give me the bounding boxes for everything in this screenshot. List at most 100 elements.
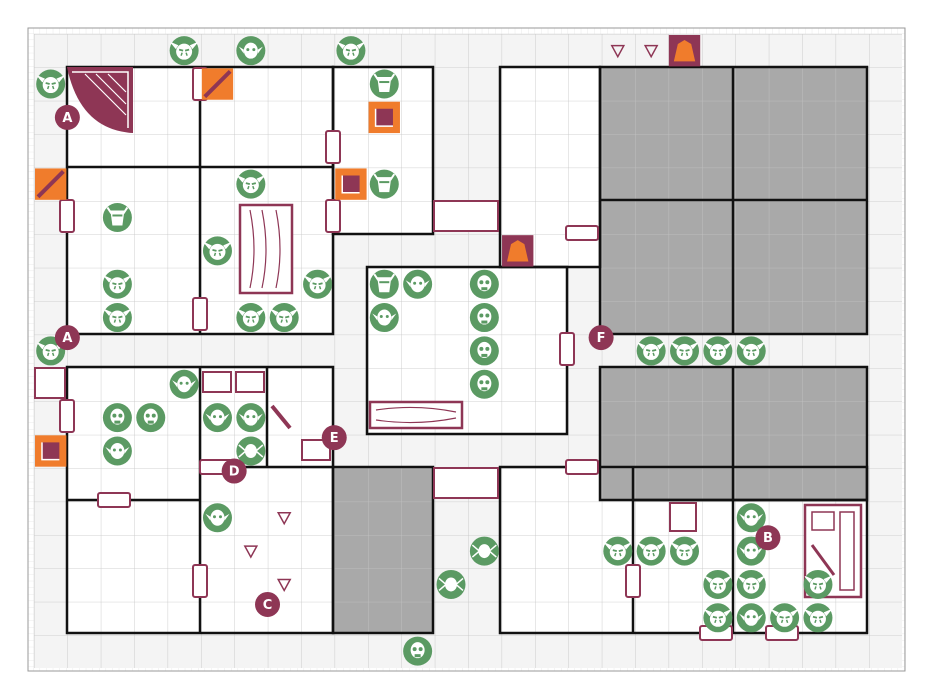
goblin-icon[interactable] xyxy=(403,269,433,299)
room-marker-label: B xyxy=(763,531,773,546)
secret-door xyxy=(565,225,599,241)
room-marker-label: F xyxy=(597,331,606,346)
chest-tile xyxy=(301,439,331,461)
orc-icon[interactable] xyxy=(636,336,666,366)
orc-icon[interactable] xyxy=(336,36,366,66)
room-marker-label: C xyxy=(263,598,273,613)
door xyxy=(192,297,208,331)
spear-trap-icon xyxy=(201,68,234,100)
skeleton-icon[interactable] xyxy=(469,369,499,399)
skeleton-icon[interactable] xyxy=(403,636,433,666)
doors xyxy=(59,67,799,641)
wall xyxy=(331,465,435,635)
orc-icon[interactable] xyxy=(670,536,700,566)
chest-tile xyxy=(202,371,232,393)
orc-icon[interactable] xyxy=(603,536,633,566)
chaos-warrior-icon[interactable] xyxy=(369,69,399,99)
falling-rock-icon xyxy=(668,35,701,67)
orc-icon[interactable] xyxy=(202,236,232,266)
orc-icon[interactable] xyxy=(703,336,733,366)
chest-tile xyxy=(235,371,265,393)
skeleton-icon[interactable] xyxy=(102,403,132,433)
orc-icon[interactable] xyxy=(36,69,66,99)
orc-icon[interactable] xyxy=(102,269,132,299)
chaos-warrior-icon[interactable] xyxy=(369,269,399,299)
goblin-icon[interactable] xyxy=(236,403,266,433)
skeleton-icon[interactable] xyxy=(469,303,499,333)
room-marker-a[interactable]: A xyxy=(54,104,80,130)
orc-icon[interactable] xyxy=(703,569,733,599)
room-marker-d[interactable]: D xyxy=(221,458,247,484)
orc-icon[interactable] xyxy=(636,536,666,566)
goblin-icon[interactable] xyxy=(202,503,232,533)
goblin-icon[interactable] xyxy=(736,603,766,633)
goblin-icon[interactable] xyxy=(202,403,232,433)
goblin-icon[interactable] xyxy=(169,369,199,399)
hidden-trap-triangle-icon xyxy=(643,44,659,59)
goblin-icon[interactable] xyxy=(736,503,766,533)
orc-icon[interactable] xyxy=(169,36,199,66)
rubble-block xyxy=(433,200,499,232)
room-marker-c[interactable]: C xyxy=(255,591,281,617)
room-marker-label: E xyxy=(330,431,339,446)
door xyxy=(59,199,75,233)
goblin-icon[interactable] xyxy=(102,436,132,466)
walls xyxy=(65,65,869,635)
door xyxy=(325,130,341,164)
room-marker-f[interactable]: F xyxy=(588,325,614,351)
skeleton-icon[interactable] xyxy=(469,336,499,366)
goblin-icon[interactable] xyxy=(369,303,399,333)
orc-icon[interactable] xyxy=(236,169,266,199)
rubble-block xyxy=(34,367,66,399)
bench-tile xyxy=(368,400,464,430)
door xyxy=(97,492,131,508)
goblin-icon[interactable] xyxy=(236,36,266,66)
room-marker-label: D xyxy=(229,465,240,480)
orc-icon[interactable] xyxy=(803,603,833,633)
orc-icon[interactable] xyxy=(236,303,266,333)
rubble-block xyxy=(433,467,499,499)
door xyxy=(192,564,208,598)
orc-icon[interactable] xyxy=(670,336,700,366)
cupboard-tile xyxy=(669,502,697,532)
table-tile xyxy=(238,203,294,295)
orc-icon[interactable] xyxy=(303,269,333,299)
spider-icon[interactable] xyxy=(236,436,266,466)
pit-trap-icon xyxy=(368,101,400,134)
orc-icon[interactable] xyxy=(736,336,766,366)
orc-icon[interactable] xyxy=(803,569,833,599)
chaos-warrior-icon[interactable] xyxy=(369,169,399,199)
skeleton-icon[interactable] xyxy=(469,269,499,299)
orc-icon[interactable] xyxy=(102,303,132,333)
spider-icon[interactable] xyxy=(436,569,466,599)
monsters-layer xyxy=(36,36,833,666)
secret-door xyxy=(559,332,575,366)
hidden-trap-triangle-icon xyxy=(243,545,259,559)
pit-trap-icon xyxy=(335,168,367,200)
falling-rock-icon xyxy=(502,235,534,267)
hidden-trap-triangle-icon xyxy=(610,44,626,59)
room-marker-a[interactable]: A xyxy=(54,325,80,351)
spider-icon[interactable] xyxy=(469,536,499,566)
room-marker-b[interactable]: B xyxy=(755,525,781,551)
door xyxy=(625,564,641,598)
cell-grid xyxy=(34,34,902,668)
orc-icon[interactable] xyxy=(703,603,733,633)
sword-icon xyxy=(270,404,292,430)
room-marker-e[interactable]: E xyxy=(321,425,347,451)
rubble xyxy=(34,200,499,499)
room-marker-label: A xyxy=(62,111,72,126)
skeleton-icon[interactable] xyxy=(136,403,166,433)
wall xyxy=(498,465,869,635)
orc-icon[interactable] xyxy=(770,603,800,633)
secret-door xyxy=(565,459,599,475)
hidden-trap-triangle-icon xyxy=(276,511,292,526)
pit-trap-icon xyxy=(35,435,67,467)
orc-icon[interactable] xyxy=(269,303,299,333)
chaos-warrior-icon[interactable] xyxy=(102,202,132,232)
spear-trap-icon xyxy=(35,168,67,200)
door xyxy=(59,399,75,433)
stairs-tile xyxy=(67,67,133,133)
orc-icon[interactable] xyxy=(736,569,766,599)
